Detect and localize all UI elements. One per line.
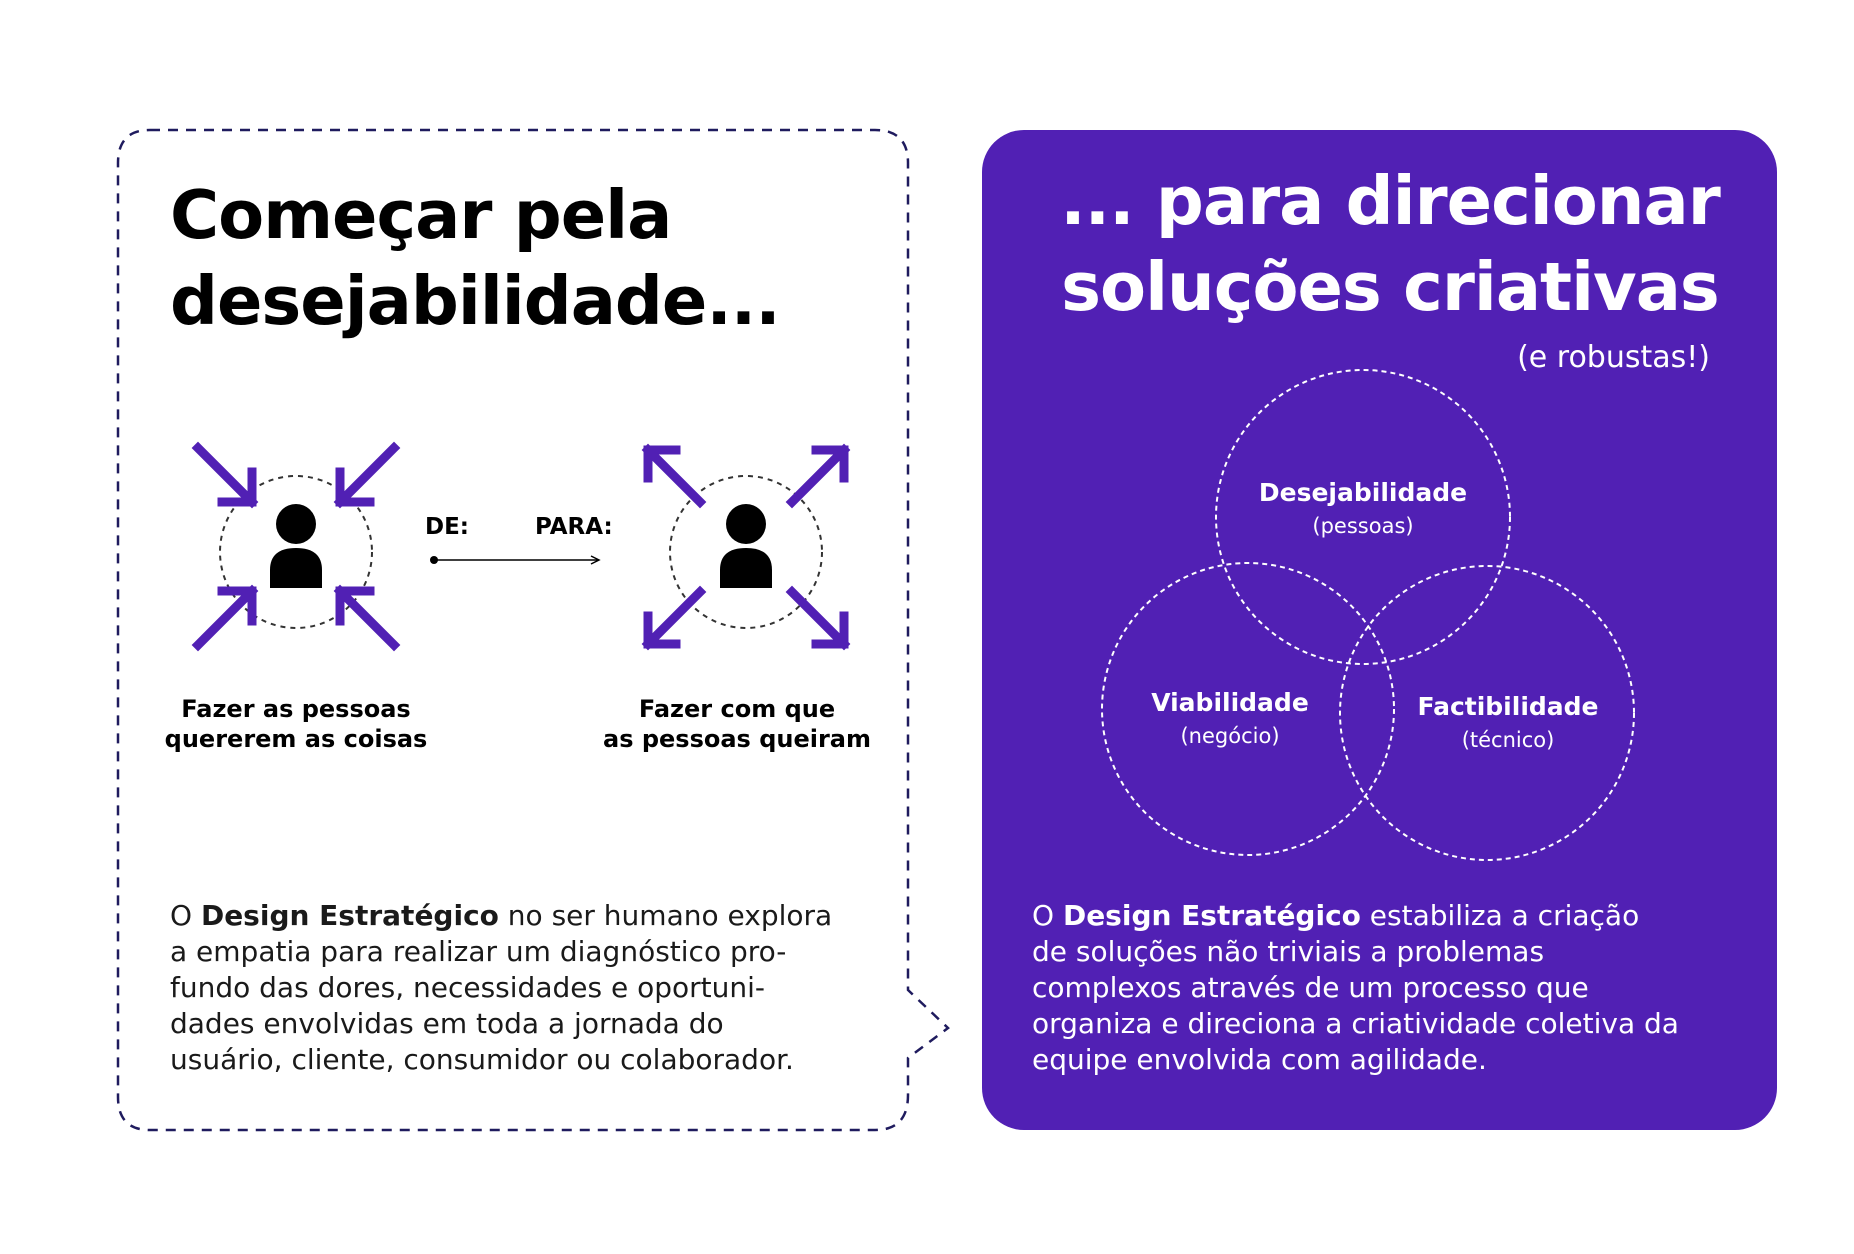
venn-circle-viabilidade [1101,562,1395,856]
left-paragraph-bold: Design Estratégico [200,899,499,932]
venn-circle-desejabilidade [1215,369,1511,665]
venn-circle-factibilidade [1339,565,1635,861]
to-label: PARA: [535,514,613,540]
venn-label-factibilidade: Factibilidade [1417,692,1599,721]
inward-arrows-icon [191,441,401,652]
venn-label-viabilidade: Viabilidade [1151,688,1309,717]
right-paragraph: O Design Estratégico estabiliza a criaçã… [1032,898,1752,1078]
to-caption: Fazer com que as pessoas queiram [603,695,871,753]
left-paragraph: O Design Estratégico no ser humano explo… [170,898,890,1078]
from-caption: Fazer as pessoas quererem as coisas [164,695,428,753]
right-paragraph-bold: Design Estratégico [1062,899,1361,932]
de-para-connector [430,555,601,565]
venn-sub-tecnico: (técnico) [1461,728,1555,752]
left-panel-border [116,128,950,1132]
from-label: DE: [425,514,470,540]
venn-label-desejabilidade: Desejabilidade [1258,478,1468,507]
right-title: ... para direcionar soluções criativas [1060,162,1721,326]
venn-sub-pessoas: (pessoas) [1312,514,1414,538]
right-paragraph-prefix: O [1032,899,1063,932]
right-panel [982,130,1777,1130]
right-subtitle: (e robustas!) [1517,340,1710,375]
left-paragraph-rest: no ser humano explora a empatia para rea… [170,899,833,1076]
left-paragraph-prefix: O [170,899,201,932]
right-paragraph-rest: estabiliza a criação de soluções não tri… [1032,899,1679,1076]
left-title: Começar pela desejabilidade... [170,176,781,340]
venn-sub-negocio: (negócio) [1180,724,1280,748]
person-icon-left [270,504,322,588]
person-icon-right [720,504,772,588]
venn-diagram [1101,369,1635,861]
outward-arrows-icon [641,443,851,651]
